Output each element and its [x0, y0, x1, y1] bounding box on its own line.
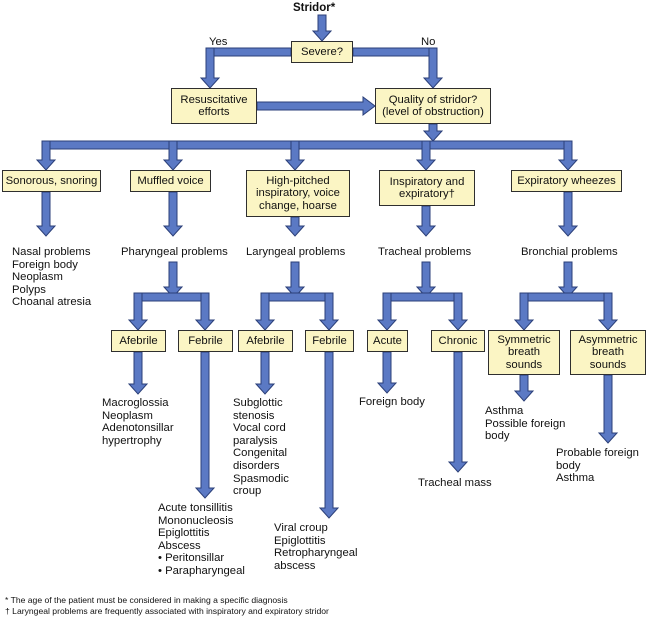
arrow-to-left-sub-2 [376, 292, 398, 331]
chronic-outcomes: Tracheal mass [418, 477, 492, 489]
arrow-to-left-sub-1 [254, 292, 276, 331]
problem-stem-0 [162, 261, 184, 298]
high-pitched-box: High-pitched inspiratory, voice change, … [246, 170, 350, 217]
arrow-to-laryngeal-problems [284, 216, 306, 237]
arrow-to-pharyngeal-afebrile-outcomes [127, 351, 149, 395]
no-label: No [421, 36, 436, 48]
arrow-to-nasal-problems [35, 191, 57, 237]
acute-box: Acute [367, 330, 408, 352]
arrow-to-bronchial-problems [557, 191, 579, 237]
arrow-to-quality [422, 47, 444, 89]
muffled-voice-box: Muffled voice [130, 170, 211, 192]
nasal-problems-text: Nasal problems Foreign body Neoplasm Pol… [12, 246, 92, 309]
problem-stem-1 [284, 261, 306, 298]
severe-box: Severe? [291, 41, 353, 63]
arrow-to-laryngeal-afebrile-outcomes [254, 351, 276, 395]
split-bar-3 [523, 292, 609, 302]
arrow-to-tracheal-problems [415, 205, 437, 237]
quality-stem [422, 123, 444, 142]
arrow-to-muffled [162, 140, 184, 171]
category-bar [45, 140, 569, 150]
arrow-to-high-pitched [284, 140, 306, 171]
resuscitative-box: Resuscitative efforts [171, 88, 257, 124]
inspiratory-expiratory-box: Inspiratory and expiratory† [379, 170, 475, 206]
no-branch-bar [352, 47, 434, 57]
arrow-to-inspiratory-expiratory [415, 140, 437, 171]
expiratory-wheezes-box: Expiratory wheezes [511, 170, 622, 192]
symmetric-outcomes: Asthma Possible foreign body [485, 405, 566, 443]
problem-stem-2 [415, 261, 437, 298]
arrow-to-symmetric-outcomes [513, 374, 535, 402]
arrow-to-left-sub-3 [513, 292, 535, 331]
arrow-to-chronic-outcomes [447, 351, 469, 473]
pharyngeal-afebrile-outcomes: Macroglossia Neoplasm Adenotonsillar hyp… [102, 397, 174, 447]
laryngeal-afebrile-outcomes: Subglottic stenosis Vocal cord paralysis… [233, 397, 289, 498]
arrow-to-expiratory-wheezes [557, 140, 579, 171]
arrow-to-asymmetric-outcomes [597, 374, 619, 444]
arrow-to-left-sub-0 [127, 292, 149, 331]
pharyngeal-febrile-box: Febrile [178, 330, 233, 352]
arrow-to-severe [311, 14, 333, 42]
flowchart-title: Stridor* [293, 2, 336, 14]
arrow-to-pharyngeal-problems [162, 191, 184, 237]
laryngeal-problems-text: Laryngeal problems [246, 246, 346, 258]
split-bar-0 [137, 292, 206, 302]
symmetric-breath-sounds-box: Symmetric breath sounds [488, 330, 560, 375]
chronic-box: Chronic [431, 330, 485, 352]
bronchial-problems-text: Bronchial problems [521, 246, 618, 258]
arrow-to-acute-outcomes [376, 351, 398, 394]
arrow-to-right-sub-2 [447, 292, 469, 331]
arrow-to-resuscitative [199, 47, 221, 89]
laryngeal-febrile-box: Febrile [305, 330, 354, 352]
yes-branch-bar [209, 47, 292, 57]
arrow-to-pharyngeal-febrile-outcomes [194, 351, 216, 499]
arrow-to-laryngeal-febrile-outcomes [318, 351, 340, 519]
footnote-laryngeal: † Laryngeal problems are frequently asso… [5, 606, 329, 616]
laryngeal-afebrile-box: Afebrile [238, 330, 293, 352]
pharyngeal-problems-text: Pharyngeal problems [121, 246, 228, 258]
pharyngeal-febrile-outcomes: Acute tonsillitis Mononucleosis Epiglott… [158, 502, 245, 577]
arrow-to-sonorous [35, 140, 57, 171]
arrow-to-right-sub-0 [194, 292, 216, 331]
tracheal-problems-text: Tracheal problems [378, 246, 472, 258]
asymmetric-outcomes: Probable foreign body Asthma [556, 447, 639, 485]
split-bar-2 [386, 292, 459, 302]
acute-outcomes: Foreign body [359, 396, 425, 408]
split-bar-1 [264, 292, 330, 302]
arrow-to-right-sub-1 [318, 292, 340, 331]
problem-stem-3 [557, 261, 579, 298]
asymmetric-breath-sounds-box: Asymmetric breath sounds [570, 330, 646, 375]
laryngeal-febrile-outcomes: Viral croup Epiglottitis Retropharyngeal… [274, 522, 358, 572]
arrow-resuscitative-to-quality [256, 96, 376, 116]
yes-label: Yes [209, 36, 228, 48]
pharyngeal-afebrile-box: Afebrile [111, 330, 166, 352]
quality-of-stridor-box: Quality of stridor? (level of obstructio… [375, 88, 491, 124]
footnote-age: * The age of the patient must be conside… [5, 595, 288, 605]
arrow-to-right-sub-3 [597, 292, 619, 331]
sonorous-box: Sonorous, snoring [2, 170, 101, 192]
